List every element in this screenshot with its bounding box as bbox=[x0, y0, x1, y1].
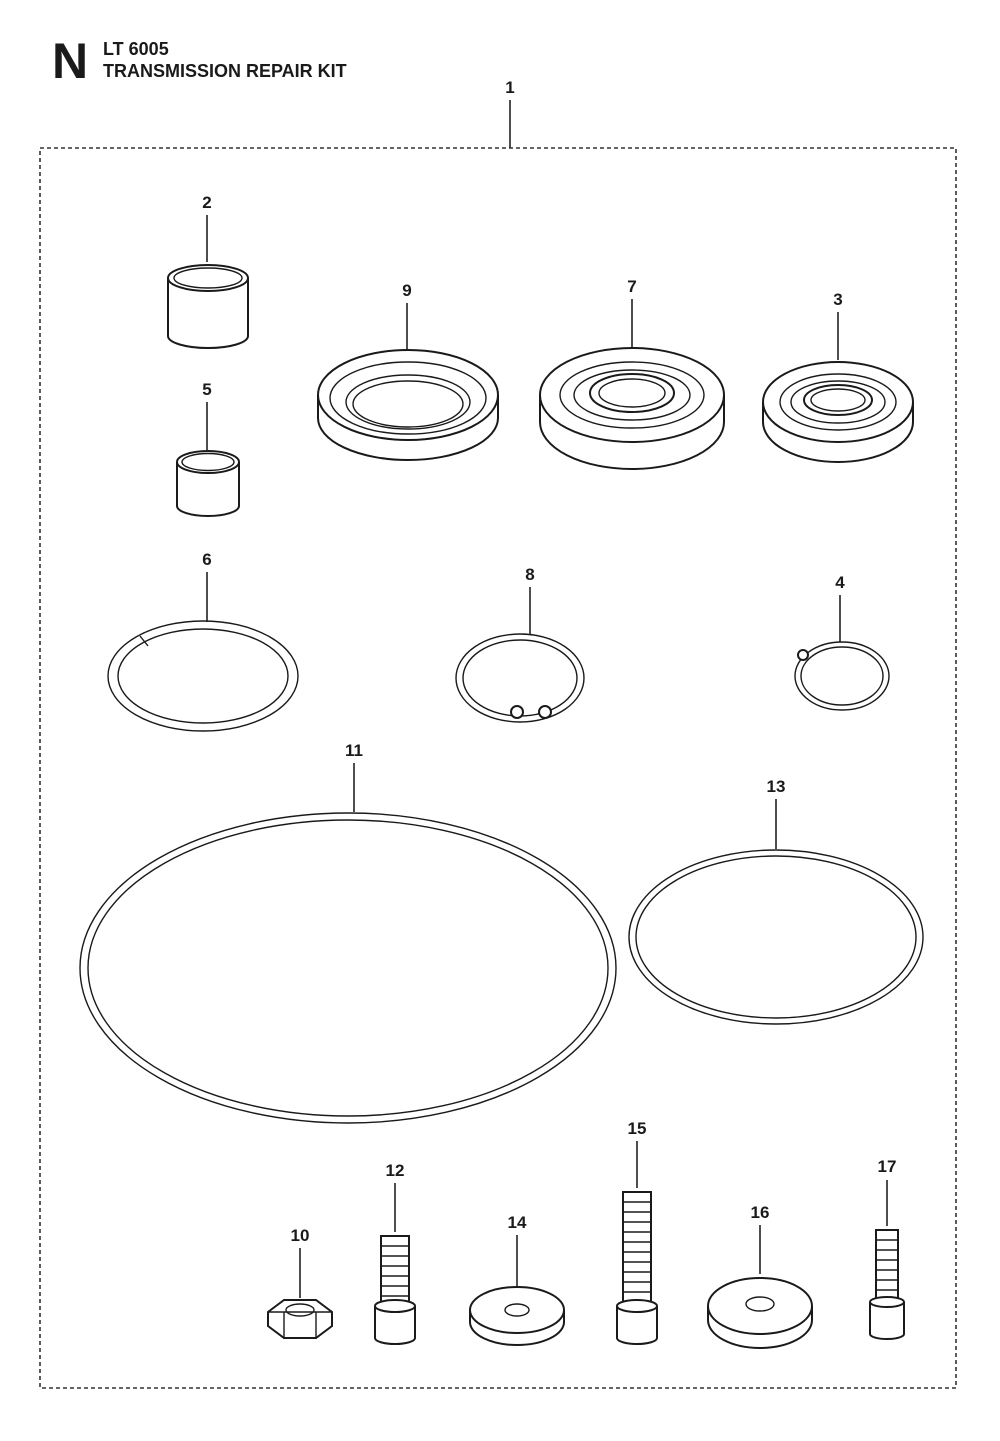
callout-16: 16 bbox=[751, 1203, 770, 1222]
part-bolt-medium: 12 bbox=[374, 1161, 416, 1345]
part-bolt-short: 17 bbox=[869, 1157, 905, 1340]
callout-14: 14 bbox=[508, 1213, 527, 1232]
part-washer-small: 14 bbox=[469, 1213, 565, 1346]
kit-boundary bbox=[39, 147, 957, 1389]
part-bolt-long: 15 bbox=[616, 1119, 658, 1345]
callout-17: 17 bbox=[878, 1157, 897, 1176]
part-bearing-small: 3 bbox=[762, 290, 914, 463]
part-bushing-small: 5 bbox=[176, 380, 240, 517]
callout-1: 1 bbox=[505, 78, 514, 97]
part-oil-seal: 9 bbox=[317, 281, 499, 461]
callout-6: 6 bbox=[202, 550, 211, 569]
callout-15: 15 bbox=[628, 1119, 647, 1138]
callout-12: 12 bbox=[386, 1161, 405, 1180]
callout-10: 10 bbox=[291, 1226, 310, 1245]
callout-2: 2 bbox=[202, 193, 211, 212]
part-retaining-ring-small: 4 bbox=[794, 573, 890, 711]
callout-9: 9 bbox=[402, 281, 411, 300]
model-name: LT 6005 bbox=[103, 39, 169, 59]
callout-11: 11 bbox=[345, 741, 363, 760]
part-o-ring-large: 11 bbox=[79, 741, 617, 1124]
callout-5: 5 bbox=[202, 380, 211, 399]
callout-3: 3 bbox=[833, 290, 842, 309]
part-retaining-ring-medium: 8 bbox=[455, 565, 585, 723]
part-bearing-large: 7 bbox=[539, 277, 725, 470]
callout-13: 13 bbox=[767, 777, 786, 796]
callout-4: 4 bbox=[835, 573, 845, 592]
part-washer-large: 16 bbox=[707, 1203, 813, 1349]
callout-8: 8 bbox=[525, 565, 534, 584]
part-bushing-large: 2 bbox=[167, 193, 249, 349]
part-nut: 10 bbox=[267, 1226, 333, 1339]
part-o-ring-medium: 13 bbox=[628, 777, 924, 1025]
diagram-title: TRANSMISSION REPAIR KIT bbox=[103, 61, 347, 81]
section-letter: N bbox=[52, 33, 89, 89]
part-ring-split: 6 bbox=[107, 550, 299, 732]
callout-7: 7 bbox=[627, 277, 636, 296]
